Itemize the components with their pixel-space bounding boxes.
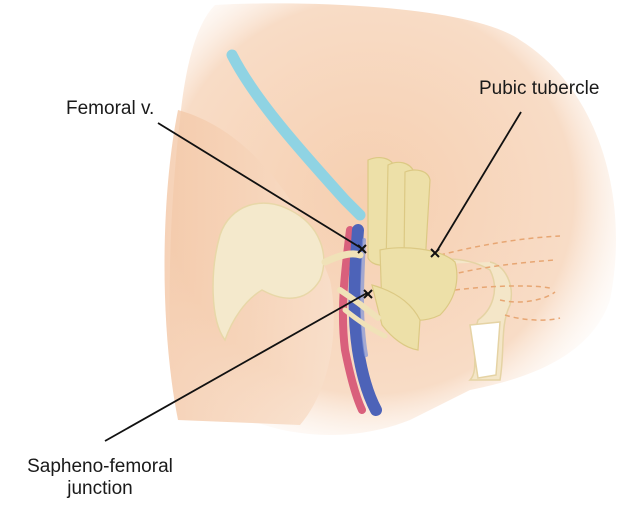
label-saphenofemoral-junction: Sapheno-femoral junction xyxy=(10,456,190,500)
label-saphenofemoral-line1: Sapheno-femoral xyxy=(10,456,190,478)
label-saphenofemoral-line2: junction xyxy=(10,478,190,500)
label-femoral-vein: Femoral v. xyxy=(66,98,154,120)
label-pubic-tubercle: Pubic tubercle xyxy=(479,78,599,100)
